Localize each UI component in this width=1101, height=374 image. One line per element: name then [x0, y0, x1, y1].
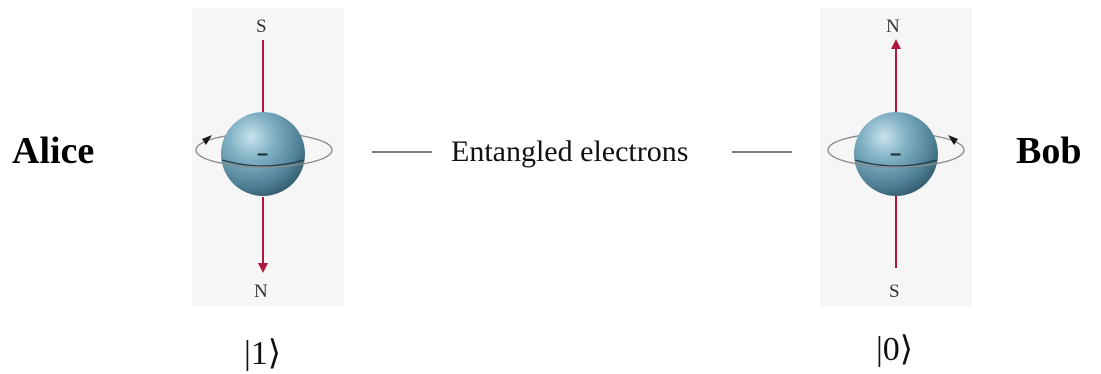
bob-top-pole-label: N — [886, 16, 900, 37]
bob-label: Bob — [1016, 130, 1081, 172]
bob-state-ket: |0⟩ — [876, 331, 913, 368]
alice-sphere-equator — [221, 159, 305, 167]
alice-top-pole-label: S — [256, 16, 267, 37]
alice-bottom-pole-label: N — [254, 281, 268, 302]
bob-sphere — [854, 112, 938, 196]
alice-state-ket: |1⟩ — [244, 335, 281, 372]
alice-sphere — [221, 112, 305, 196]
alice-rotation-arrow-icon — [202, 135, 212, 145]
alice-charge-sign: – — [257, 143, 268, 165]
bob-rotation-arrow-icon — [948, 135, 958, 145]
bob-charge-sign: – — [890, 143, 901, 165]
alice-spin-ring-front — [195, 149, 333, 168]
bob-electron: N – S — [820, 8, 972, 306]
alice-label: Alice — [12, 130, 94, 172]
bob-bottom-pole-label: S — [889, 281, 900, 302]
alice-electron: S – N — [192, 8, 344, 306]
entangled-electrons-label: Entangled electrons — [451, 135, 688, 168]
bob-spin-ring-front — [827, 149, 965, 168]
bob-sphere-equator — [854, 159, 938, 167]
